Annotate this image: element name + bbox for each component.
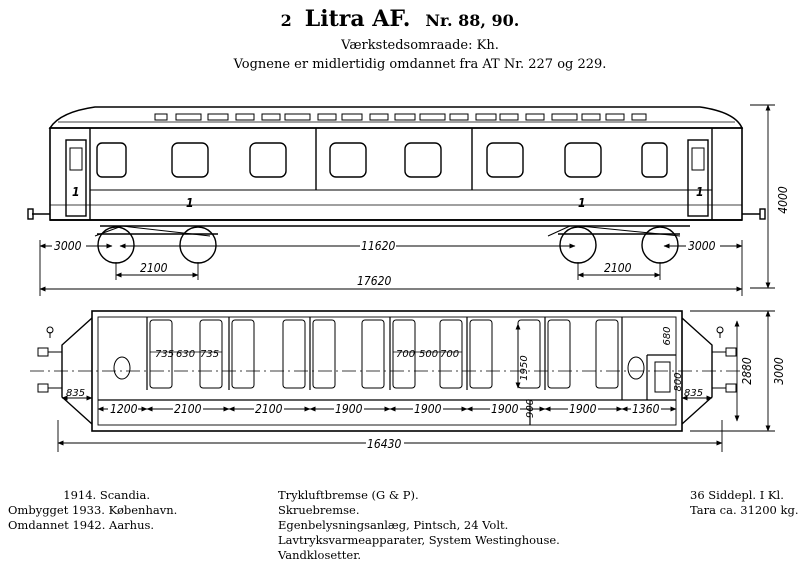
dim-plan-total: 16430 (367, 437, 401, 451)
equipment-line: Lavtryksvarmeapparater, System Westingho… (278, 533, 560, 547)
class-label: 1 (578, 196, 586, 210)
drawing-title: 2 Litra AF. Nr. 88, 90. (0, 6, 800, 32)
class-label: 1 (186, 196, 194, 210)
bogie-left (97, 226, 218, 264)
equipment-list: Trykluftbremse (G & P). Skruebremse. Ege… (278, 488, 560, 563)
equipment-line: Skruebremse. (278, 503, 360, 517)
dim-bogie-left: 2100 (140, 261, 168, 275)
dim-overhang-left: 3000 (54, 239, 82, 253)
door-left (65, 139, 87, 217)
seats (149, 319, 619, 389)
history-notes: 1914. Scandia. Ombygget 1933. København.… (8, 488, 178, 533)
dim-compartment: 700 (440, 349, 459, 360)
plan-view (30, 310, 745, 432)
toilets (113, 356, 671, 393)
car-body (49, 127, 743, 221)
dim-bottom: 2100 (174, 402, 202, 416)
dim-overhang-right: 3000 (688, 239, 716, 253)
capacity-line: Tara ca. 31200 kg. (690, 503, 799, 517)
bogie-right (558, 226, 680, 264)
class-label: 1 (696, 185, 704, 199)
dim-centres: 11620 (361, 239, 395, 253)
plan-dimension-labels: 735 630 735 700 500 700 1950 (155, 349, 530, 381)
dim-right: 680 (662, 326, 673, 345)
door-right (687, 139, 709, 217)
dim-compartment: 735 (200, 349, 219, 360)
dim-small: 900 (525, 399, 536, 418)
dim-compartment: 630 (176, 349, 195, 360)
dim-bottom: 1360 (632, 402, 660, 416)
dim-width-outer: 3000 (772, 357, 786, 385)
roof (48, 106, 744, 129)
class-label: 1 (72, 185, 80, 199)
roof-vents (154, 113, 647, 121)
dim-end-right: 835 (684, 388, 703, 399)
dim-compartment: 735 (155, 349, 174, 360)
dim-bottom: 1900 (414, 402, 442, 416)
dim-compartment: 1950 (519, 355, 530, 380)
sheet-number: 2 (280, 11, 292, 30)
dim-bottom: 1900 (569, 402, 597, 416)
capacity-info: 36 Siddepl. I Kl. Tara ca. 31200 kg. (690, 488, 798, 518)
dim-total-length: 17620 (357, 274, 391, 288)
dim-bottom: 1200 (110, 402, 138, 416)
equipment-line: Trykluftbremse (G & P). (278, 488, 419, 502)
side-class-labels: 1 1 1 1 (72, 185, 704, 210)
equipment-line: Egenbelysningsanlæg, Pintsch, 24 Volt. (278, 518, 509, 532)
side-dimension-labels: 3000 11620 3000 2100 2100 17620 4000 (52, 186, 790, 288)
dim-height: 4000 (776, 186, 790, 214)
dim-bottom: 1900 (491, 402, 519, 416)
history-line: Ombygget 1933. København. (8, 503, 178, 517)
dim-end-left: 835 (66, 388, 85, 399)
conversion-note: Vognene er midlertidig omdannet fra AT N… (233, 57, 607, 72)
litra-label: Litra AF. (304, 6, 411, 32)
history-line: 1914. Scandia. (63, 488, 150, 502)
history-line: Omdannet 1942. Aarhus. (8, 518, 155, 532)
plan-bottom-dims: 1200 2100 2100 1900 1900 1900 1900 1360 … (66, 326, 786, 451)
dim-compartment: 500 (419, 349, 438, 360)
car-numbers: Nr. 88, 90. (425, 11, 520, 30)
dim-width-inner: 2880 (740, 357, 754, 385)
side-elevation (27, 106, 766, 264)
dim-bottom: 1900 (335, 402, 363, 416)
capacity-line: 36 Siddepl. I Kl. (690, 488, 784, 502)
dim-compartment: 700 (396, 349, 415, 360)
equipment-line: Vandklosetter. (278, 548, 362, 562)
side-dimension-lines (39, 104, 775, 296)
dim-bogie-right: 2100 (604, 261, 632, 275)
dim-bottom: 2100 (255, 402, 283, 416)
workshop-area: Værkstedsomraade: Kh. (341, 38, 499, 53)
dim-right: 800 (673, 372, 684, 391)
side-windows (96, 142, 668, 178)
